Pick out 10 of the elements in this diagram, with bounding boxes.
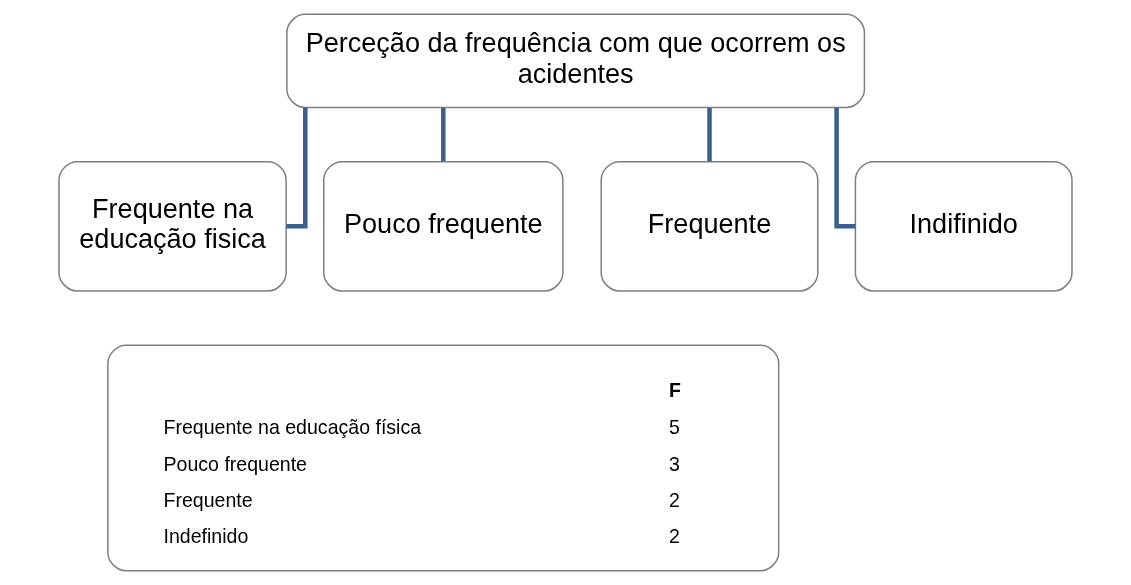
connector (834, 107, 856, 229)
node-box: Indifinido (854, 160, 1073, 292)
node-box: Frequente (600, 160, 819, 292)
node-box: Perceção da frequência com que ocorrem os acidentes (286, 13, 866, 109)
node-box: F Frequente na educação física 5 Pouco frequente 3 Frequente 2 Indefinido 2 (107, 344, 780, 572)
connector (286, 107, 308, 229)
node-box: Frequente na educação fisica (58, 160, 287, 292)
node-box: Pouco frequente (323, 160, 564, 292)
connector (441, 107, 446, 162)
connector (707, 107, 712, 162)
